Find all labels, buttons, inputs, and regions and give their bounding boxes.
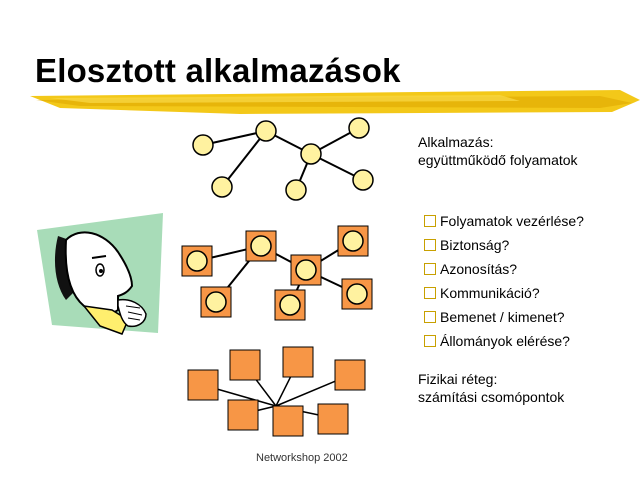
physical-label-line2: számítási csomópontok (418, 389, 565, 405)
application-label-line2: együttműködő folyamatok (418, 152, 578, 168)
checkbox-bullet-icon (424, 239, 436, 251)
checkbox-bullet-icon (424, 215, 436, 227)
list-item: Biztonság? (424, 236, 584, 260)
checkbox-bullet-icon (424, 287, 436, 299)
process-on-node-graph (181, 225, 373, 321)
physical-layer-label: Fizikai réteg: számítási csomópontok (418, 370, 564, 406)
checkbox-bullet-icon (424, 263, 436, 275)
question-text: Bemenet / kimenet? (440, 309, 565, 325)
cartoon-person-icon (37, 213, 163, 335)
question-text: Kommunikáció? (440, 285, 540, 301)
list-item: Kommunikáció? (424, 284, 584, 308)
process-graph (192, 117, 374, 201)
question-text: Folyamatok vezérlése? (440, 213, 584, 229)
list-item: Állományok elérése? (424, 332, 584, 356)
checkbox-bullet-icon (424, 311, 436, 323)
physical-label-line1: Fizikai réteg: (418, 371, 498, 387)
question-list: Folyamatok vezérlése? Biztonság? Azonosí… (424, 212, 584, 356)
list-item: Folyamatok vezérlése? (424, 212, 584, 236)
checkbox-bullet-icon (424, 335, 436, 347)
application-label-line1: Alkalmazás: (418, 134, 494, 150)
application-label: Alkalmazás: együttműködő folyamatok (418, 133, 578, 169)
question-text: Azonosítás? (440, 261, 518, 277)
footer-text: Networkshop 2002 (256, 452, 348, 464)
physical-node-network (187, 346, 366, 437)
list-item: Azonosítás? (424, 260, 584, 284)
question-text: Állományok elérése? (440, 333, 570, 349)
slide-title: Elosztott alkalmazások (35, 52, 401, 89)
list-item: Bemenet / kimenet? (424, 308, 584, 332)
question-text: Biztonság? (440, 237, 510, 253)
